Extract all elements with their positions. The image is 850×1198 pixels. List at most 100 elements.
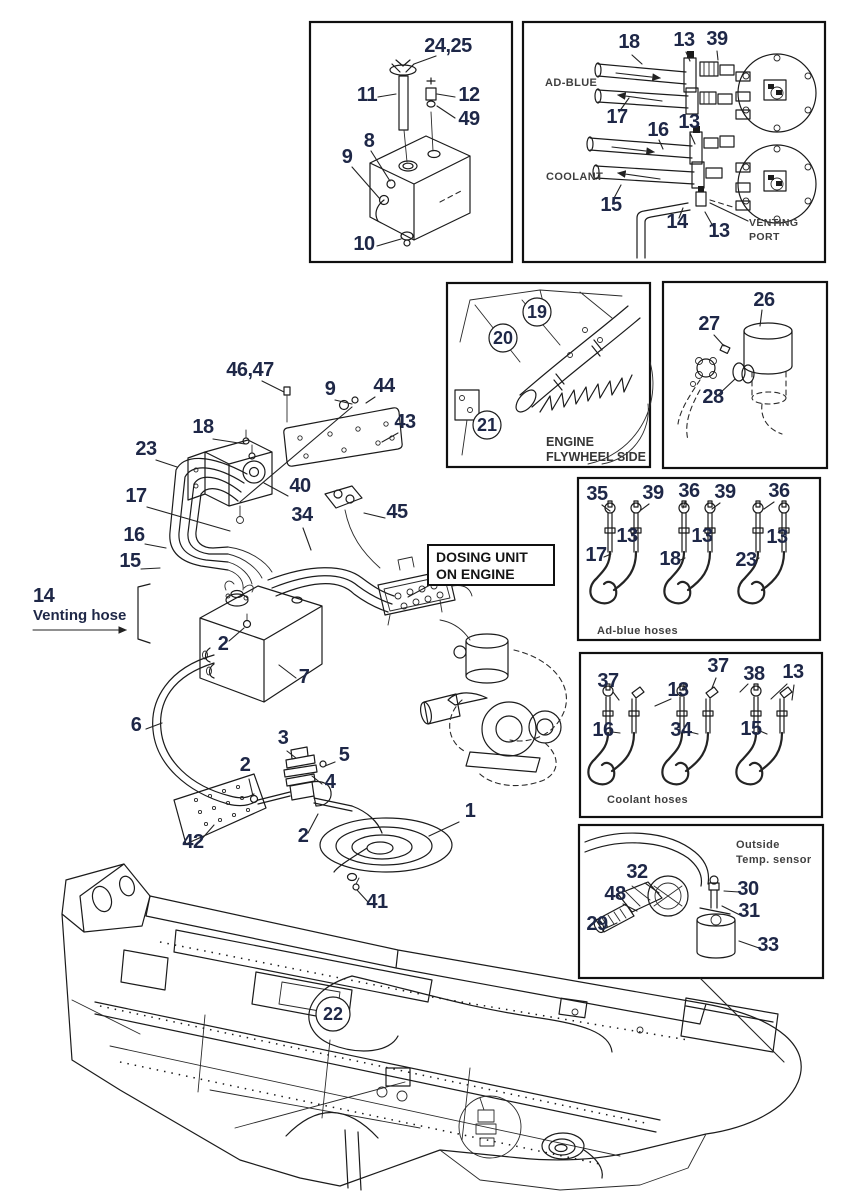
callout-39: 39	[642, 482, 664, 504]
callout-13: 13	[678, 111, 700, 133]
callout-23: 23	[135, 438, 157, 460]
hose-bundle-34	[267, 567, 395, 613]
callout-13: 13	[766, 526, 788, 548]
temp-sensor-drawing	[584, 832, 736, 959]
caption-adblue-hoses: Ad-blue hoses	[597, 625, 678, 637]
callout-31: 31	[738, 900, 760, 922]
callout-2: 2	[218, 633, 229, 655]
filter-drawing	[677, 322, 793, 441]
label-venting-port: VENTING	[749, 217, 798, 229]
flange-drawings	[735, 53, 817, 224]
leader-lines-box7	[605, 882, 760, 949]
coiled-hose-drawing	[319, 805, 453, 891]
callout-29: 29	[586, 913, 608, 935]
inset-filter-detail: 26 27 28	[661, 280, 829, 470]
main-assembly-area: DOSING UNIT ON ENGINE 46,47 9 44 43 18 2…	[32, 359, 567, 913]
valve-assembly-drawing	[249, 746, 353, 812]
label-venting-hose: Venting hose	[33, 607, 126, 624]
inset-tank-detail: 24,25 11 12 49 8 9 10	[308, 20, 514, 264]
tank-drawing	[369, 59, 471, 247]
label-venting-port: PORT	[749, 231, 780, 243]
callout-9: 9	[342, 146, 353, 168]
callout-16: 16	[123, 524, 145, 546]
leader-lines-box6	[611, 677, 795, 735]
bracket-42-drawing	[173, 773, 267, 845]
hose-6-drawing	[152, 654, 259, 807]
mounting-plate-drawing	[283, 386, 403, 467]
callout-8: 8	[364, 130, 375, 152]
callout-39: 39	[706, 28, 728, 50]
label-engine-flywheel: ENGINE	[546, 435, 594, 449]
callout-35: 35	[586, 483, 608, 505]
callout-32: 32	[626, 861, 648, 883]
tank-7-drawing	[199, 580, 323, 703]
callout-40: 40	[289, 475, 311, 497]
callout-22: 22	[323, 1004, 343, 1024]
callout-46-47: 46,47	[226, 359, 274, 381]
label-outside-temp: Temp. sensor	[736, 854, 812, 866]
leader-lines-box4	[713, 309, 763, 396]
inset-coolant-hoses: 37 13 37 38 13 16 34 15 Coolant hoses	[578, 651, 824, 819]
callout-1: 1	[465, 800, 476, 822]
label-coolant: COOLANT	[546, 171, 603, 183]
callout-17: 17	[606, 106, 628, 128]
callout-13: 13	[691, 525, 713, 547]
inset-engine-flywheel: 19 20 21 ENGINE FLYWHEEL SIDE	[445, 281, 654, 469]
callout-33: 33	[757, 934, 779, 956]
callout-34: 34	[291, 504, 314, 526]
callout-14: 14	[666, 211, 689, 233]
leader-lines-box5	[601, 501, 788, 563]
bracket-45-drawing	[324, 485, 381, 569]
callout-16: 16	[592, 719, 614, 741]
callout-18: 18	[618, 31, 640, 53]
callout-15: 15	[119, 550, 141, 572]
callout-6: 6	[131, 714, 142, 736]
callout-42: 42	[182, 831, 204, 853]
callout-9: 9	[325, 378, 336, 400]
engine-turbo-drawing	[420, 619, 567, 787]
callout-37: 37	[597, 670, 619, 692]
callout-3: 3	[278, 727, 289, 749]
callout-12: 12	[458, 84, 480, 106]
callout-18: 18	[659, 548, 681, 570]
callout-19: 19	[527, 302, 547, 322]
venting-hose-callout	[32, 583, 151, 644]
callout-36: 36	[678, 480, 700, 502]
inset-outside-temp-sensor: Outside Temp. sensor 32 48 29 30 31 33	[577, 823, 825, 980]
callout-10: 10	[353, 233, 375, 255]
label-ad-blue: AD-BLUE	[545, 77, 597, 89]
callout-11: 11	[357, 84, 378, 106]
inset-adblue-hoses: 35 39 36 39 36 13 13 13 17 18 23 Ad-blue…	[576, 476, 822, 642]
callout-41: 41	[366, 891, 388, 913]
engine-drawing	[454, 289, 654, 465]
callout-5: 5	[339, 744, 350, 766]
callout-14: 14	[33, 585, 56, 607]
callout-23: 23	[735, 549, 757, 571]
chassis-drawing: 22	[61, 863, 802, 1191]
callout-21: 21	[477, 415, 497, 435]
callout-13: 13	[708, 220, 730, 242]
callout-13: 13	[782, 661, 804, 683]
callout-13: 13	[616, 525, 638, 547]
callout-34: 34	[670, 719, 693, 741]
label-outside-temp: Outside	[736, 839, 780, 851]
callout-15: 15	[600, 194, 622, 216]
callout-44: 44	[373, 375, 396, 397]
label-engine-flywheel: FLYWHEEL SIDE	[546, 450, 646, 464]
callout-17: 17	[585, 544, 607, 566]
callout-7: 7	[299, 666, 310, 688]
pump-unit-drawing	[187, 406, 353, 524]
callout-36: 36	[768, 480, 790, 502]
label-dosing-unit: ON ENGINE	[436, 566, 515, 582]
callout-48: 48	[604, 883, 626, 905]
callout-4: 4	[325, 771, 337, 793]
caption-coolant-hoses: Coolant hoses	[607, 794, 688, 806]
callout-43: 43	[394, 411, 416, 433]
callout-38: 38	[743, 663, 765, 685]
callout-13: 13	[667, 679, 689, 701]
callout-18: 18	[192, 416, 214, 438]
callout-28: 28	[702, 386, 724, 408]
callout-27: 27	[698, 313, 720, 335]
hose-connection-drawings	[586, 51, 737, 259]
